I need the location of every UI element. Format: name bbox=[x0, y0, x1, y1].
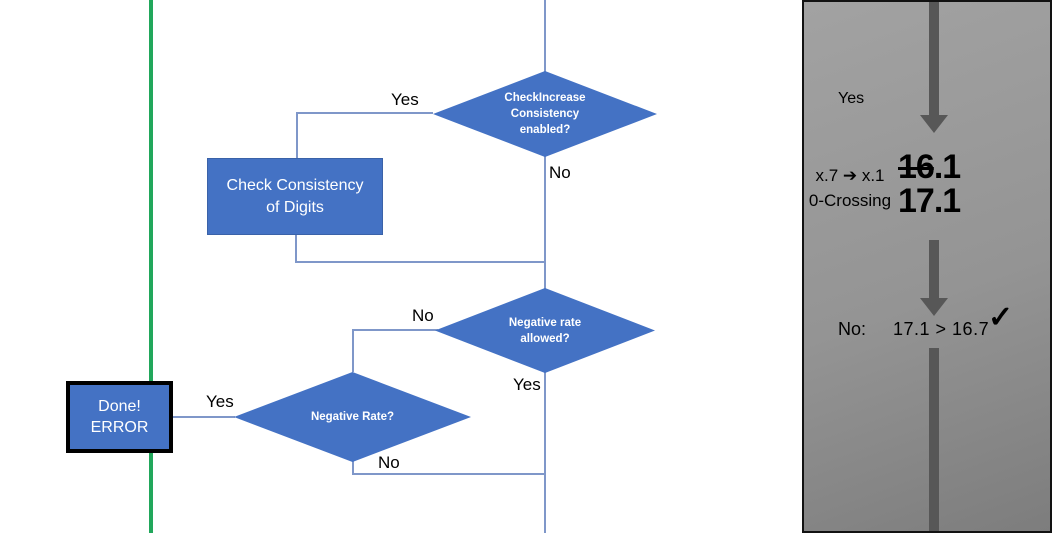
connector-line bbox=[296, 112, 298, 158]
connector-line bbox=[296, 112, 433, 114]
decision-checkincrease-consistency: CheckIncrease Consistency enabled? bbox=[433, 71, 657, 157]
down-arrow-shaft-icon bbox=[929, 348, 939, 531]
checkmark-icon: ✓ bbox=[988, 301, 1014, 334]
connector-line bbox=[352, 329, 438, 331]
down-arrow-head-icon bbox=[920, 298, 948, 316]
decision-negative-rate: Negative Rate? bbox=[234, 372, 471, 462]
process-check-consistency-box: Check Consistency of Digits bbox=[207, 158, 383, 235]
branch-label-yes: Yes bbox=[513, 375, 541, 394]
process-label: Check Consistency of Digits bbox=[226, 176, 364, 216]
decision-label: Negative rate allowed? bbox=[508, 316, 582, 345]
error-line2: ERROR bbox=[90, 419, 149, 436]
branch-label-no: No bbox=[412, 306, 434, 325]
rule-annotation: x.7 ➔ x.1 0-Crossing bbox=[806, 163, 894, 213]
old-value-rest: .1 bbox=[933, 148, 961, 186]
value-comparison-numbers: 16.1 17.1 bbox=[898, 148, 961, 220]
decision-negative-rate-allowed: Negative rate allowed? bbox=[435, 288, 655, 373]
decision-label: Negative Rate? bbox=[310, 411, 395, 423]
example-annotation-panel: Yes x.7 ➔ x.1 0-Crossing 16.1 17.1 No: 1… bbox=[802, 0, 1052, 533]
terminator-done-error-box: Done! ERROR bbox=[66, 381, 173, 453]
down-arrow-icon bbox=[929, 240, 939, 298]
main-flow-line bbox=[544, 0, 546, 533]
connector-line bbox=[173, 416, 235, 418]
connector-line bbox=[352, 461, 354, 474]
old-value: 16.1 bbox=[898, 148, 961, 186]
error-line1: Done! bbox=[98, 398, 141, 415]
down-arrow-icon bbox=[929, 2, 939, 115]
connector-line bbox=[352, 329, 354, 372]
branch-label-no: No bbox=[549, 163, 571, 182]
new-value: 17.1 bbox=[898, 182, 961, 220]
old-value-struck: 16 bbox=[898, 148, 935, 186]
connector-line bbox=[295, 261, 545, 263]
decision-label: CheckIncrease Consistency enabled? bbox=[504, 92, 586, 136]
rule-line1: x.7 ➔ x.1 bbox=[815, 166, 885, 185]
branch-label-no: No bbox=[378, 453, 400, 472]
comparison-expression: 17.1 > 16.7 bbox=[893, 319, 990, 339]
panel-yes-label: Yes bbox=[838, 90, 865, 107]
connector-line bbox=[352, 473, 545, 475]
branch-label-yes: Yes bbox=[391, 90, 419, 109]
connector-line bbox=[295, 235, 297, 262]
branch-label-yes: Yes bbox=[206, 392, 234, 411]
green-divider-line bbox=[149, 0, 153, 533]
panel-no-label: No: bbox=[838, 319, 867, 339]
down-arrow-head-icon bbox=[920, 115, 948, 133]
rule-line2: 0-Crossing bbox=[808, 191, 892, 210]
